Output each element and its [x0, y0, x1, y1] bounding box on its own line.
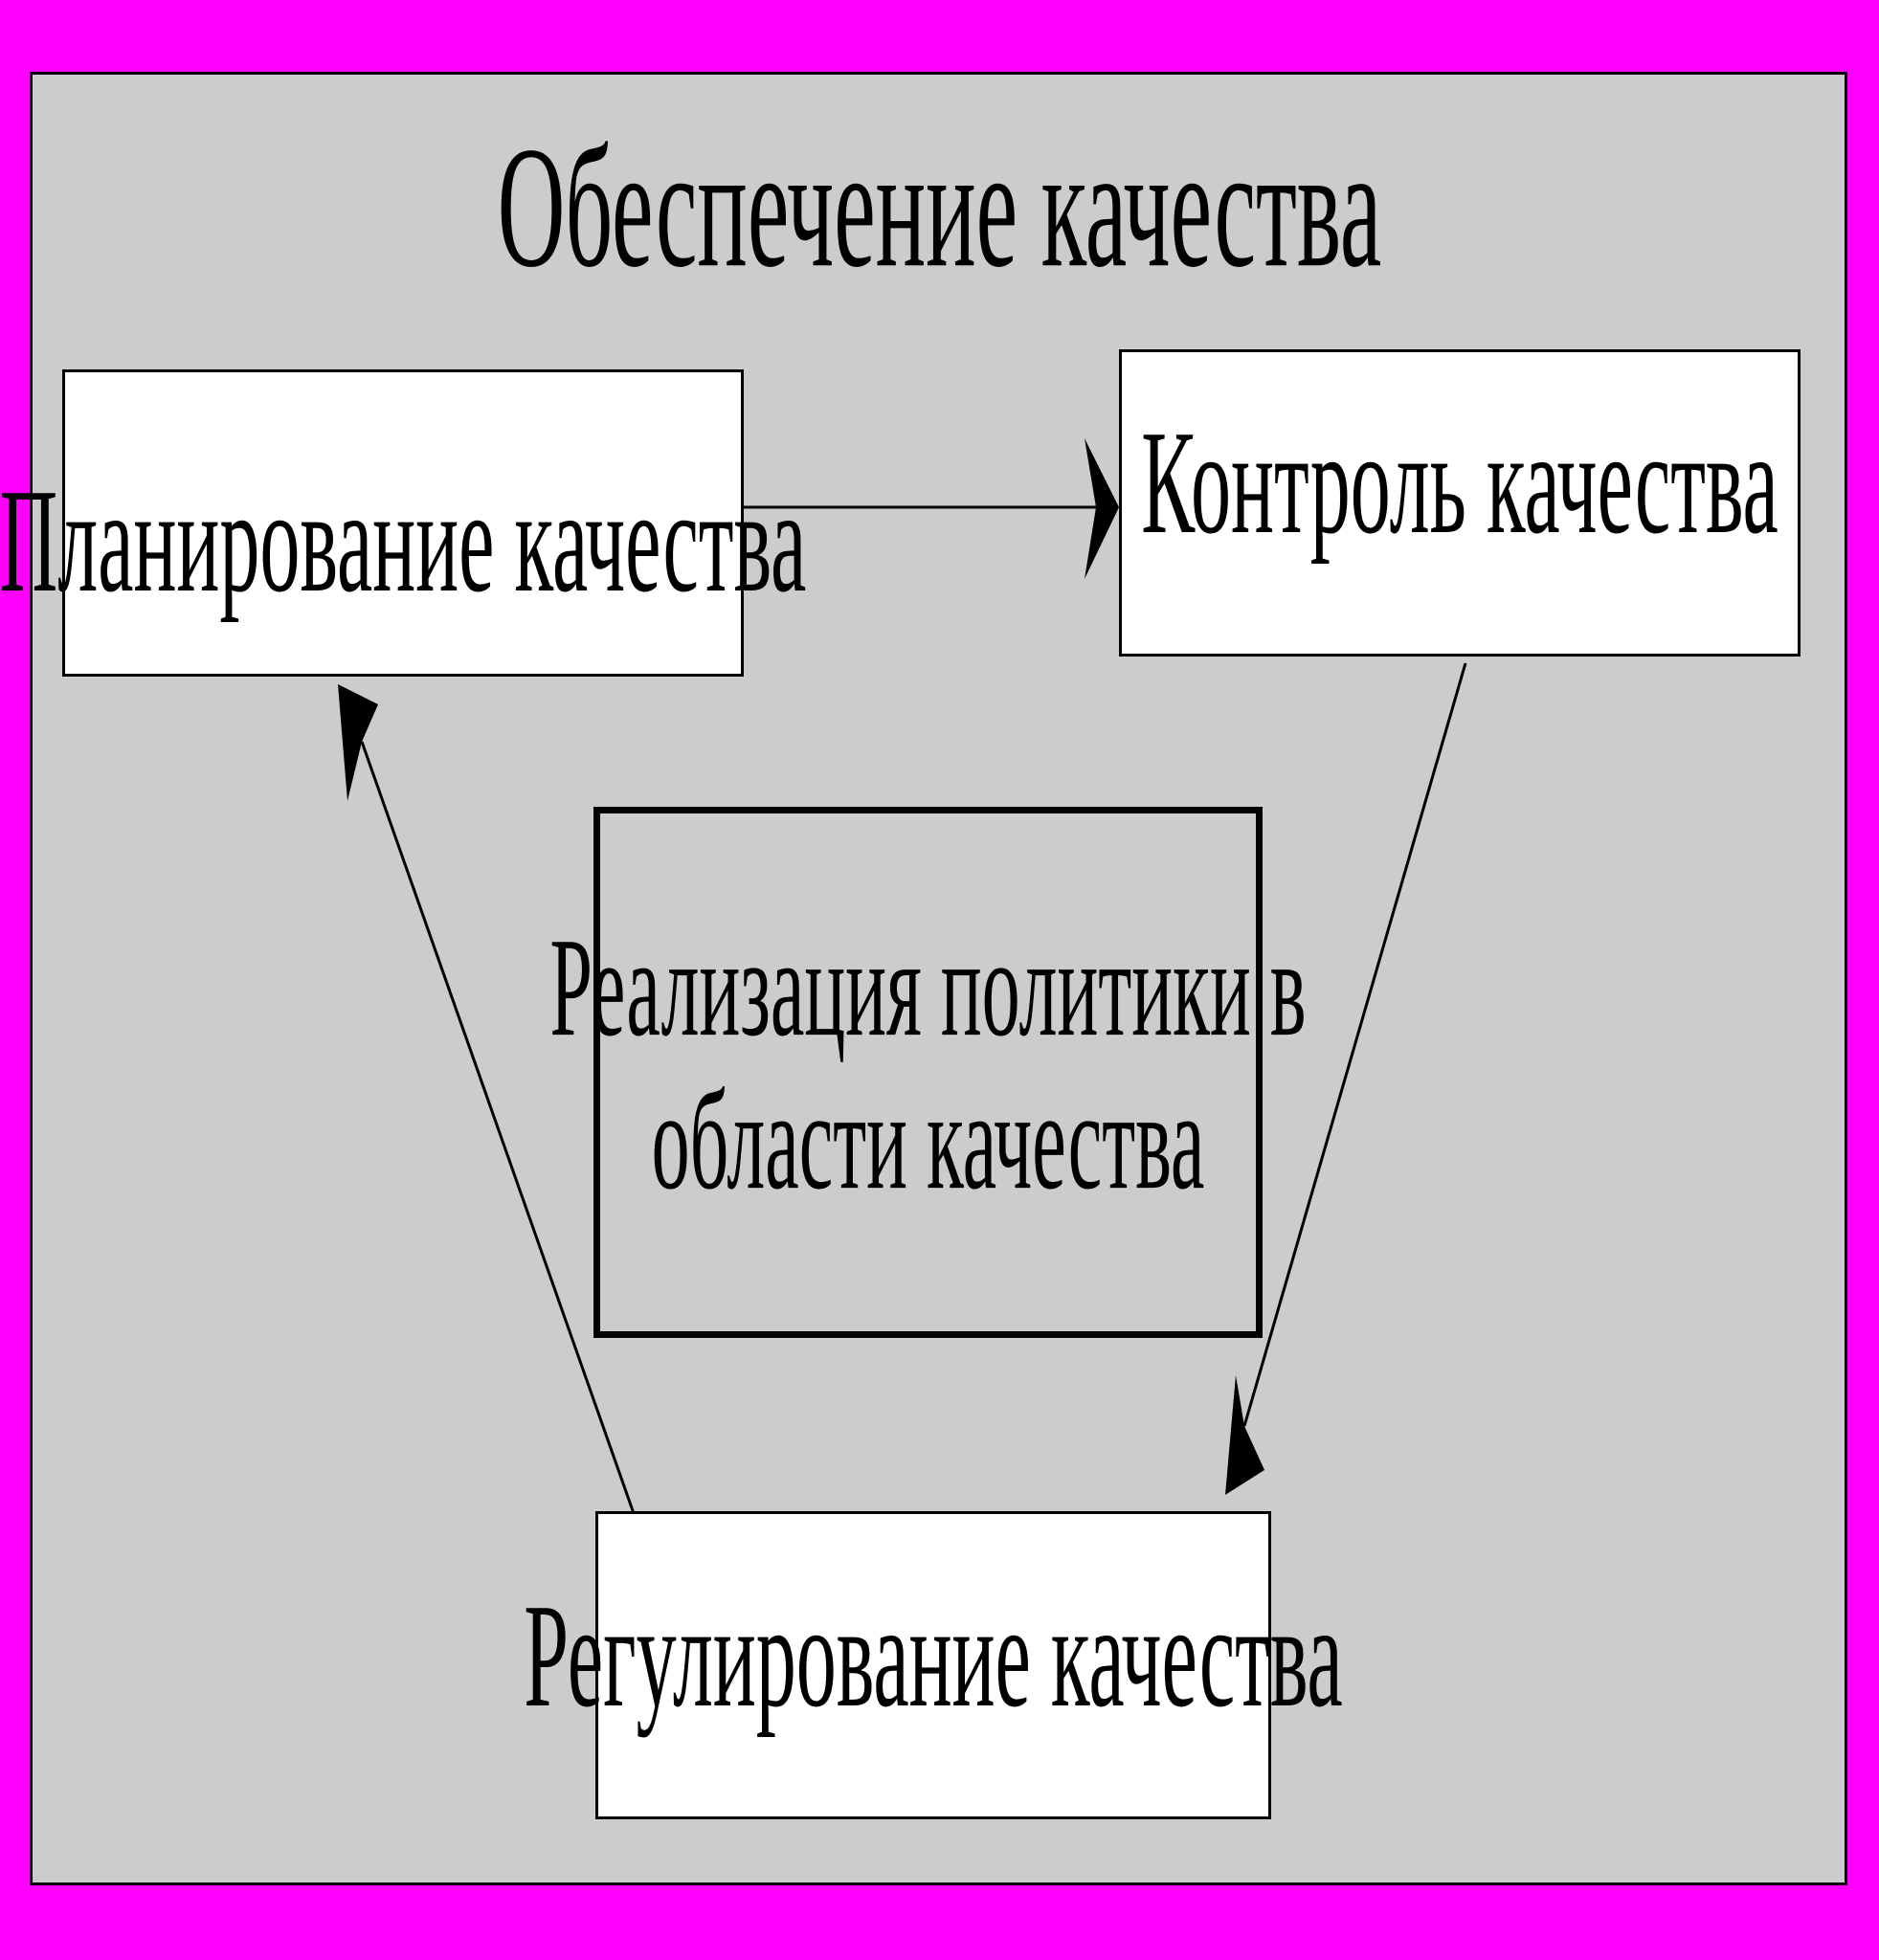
diagram-title: Обеспечение качества	[0, 113, 1879, 304]
node-planning: Планирование качества	[0, 369, 806, 677]
node-planning-label: Планирование качества	[0, 458, 807, 624]
node-policy-text: Реализация политики в области качества	[549, 918, 1306, 1213]
arrow-control-to-regulation	[1242, 662, 1467, 1427]
node-regulation: Регулирование качества	[524, 1511, 1343, 1819]
node-regulation-label: Регулирование качества	[524, 1574, 1343, 1740]
node-control-label: Контроль качества	[1141, 400, 1778, 566]
node-policy: Реализация политики в области качества	[549, 807, 1307, 1338]
arrow-regulation-to-planning	[360, 741, 638, 1520]
node-control: Контроль качества	[1119, 349, 1801, 657]
arrowhead-regulation	[1225, 1375, 1264, 1495]
arrowhead-planning	[338, 684, 378, 801]
node-policy-line-2: области качества	[651, 1063, 1205, 1219]
node-policy-line-1: Реализация политики в	[549, 910, 1307, 1066]
diagram-title-text: Обеспечение качества	[497, 113, 1382, 304]
arrowhead-control	[1085, 438, 1119, 579]
